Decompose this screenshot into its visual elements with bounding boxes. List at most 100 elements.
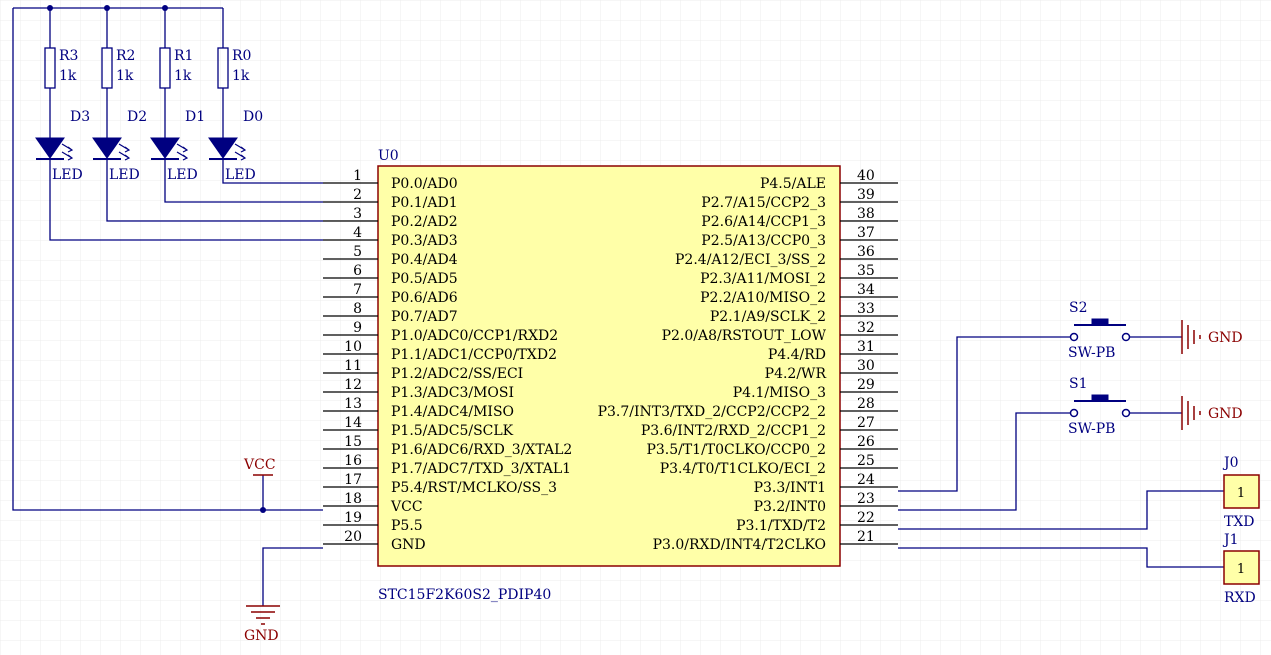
resistor-r3[interactable]: R3 1k (44, 47, 78, 89)
led-d1[interactable]: D1 LED (150, 109, 205, 183)
chip-pin-number: 5 (353, 244, 362, 260)
chip-pin-number: 9 (353, 320, 362, 336)
chip-pin-name: P3.2/INT0 (754, 499, 826, 515)
chip-pin-number: 16 (344, 453, 362, 469)
led-d1-label: LED (167, 167, 198, 183)
gnd-s1-label: GND (1208, 406, 1243, 422)
resistor-r0[interactable]: R0 1k (217, 47, 251, 89)
wire-d2-p02 (106, 160, 323, 222)
chip-pin-name: P3.7/INT3/TXD_2/CCP2/CCP2_2 (598, 404, 826, 420)
chip-pin-name: P2.5/A13/CCP0_3 (701, 233, 826, 249)
switch-s1-ref: S1 (1069, 376, 1088, 392)
led-d3[interactable]: D3 LED (35, 109, 90, 183)
switch-s1[interactable]: S1 SW-PB (1068, 376, 1131, 437)
switch-s1-label: SW-PB (1068, 421, 1115, 437)
chip-pin-name: P2.1/A9/SCLK_2 (710, 309, 826, 325)
chip-body (377, 165, 841, 567)
gnd-symbol-s1[interactable]: GND (1181, 396, 1243, 430)
chip-pin-name: P0.4/AD4 (391, 252, 458, 268)
chip-pin-number: 40 (857, 168, 875, 184)
gnd-s2-label: GND (1208, 330, 1243, 346)
wire-d3-p03 (49, 160, 323, 241)
switch-s2-ref: S2 (1069, 300, 1088, 316)
vcc-label: VCC (243, 457, 276, 473)
resistor-r0-ref: R0 (232, 48, 251, 64)
resistor-r1[interactable]: R1 1k (159, 47, 193, 89)
chip-pin-name: P1.0/ADC0/CCP1/RXD2 (391, 328, 558, 344)
chip-right-pins: 40P4.5/ALE39P2.7/A15/CCP2_338P2.6/A14/CC… (598, 168, 898, 553)
chip-pin-number: 15 (344, 434, 362, 450)
led-d2[interactable]: D2 LED (92, 109, 147, 183)
chip-pin-number: 38 (857, 206, 875, 222)
gnd-label: GND (244, 628, 279, 644)
junction-dot (260, 507, 266, 513)
resistor-r3-ref: R3 (59, 48, 78, 64)
junction-dot (47, 5, 53, 11)
connector-j0[interactable]: J0 1 TXD (1222, 455, 1260, 530)
chip-pin-name: P0.5/AD5 (391, 271, 458, 287)
chip-pin-name: VCC (390, 499, 423, 515)
chip-pin-number: 6 (353, 263, 362, 279)
chip-pin-number: 29 (857, 377, 875, 393)
chip-pin-number: 19 (344, 510, 362, 526)
led-d0[interactable]: D0 LED (208, 109, 263, 183)
chip-pin-number: 1 (353, 168, 362, 184)
connector-j1-net: RXD (1224, 590, 1256, 606)
gnd-symbol[interactable]: GND (244, 605, 280, 644)
chip-pin-number: 25 (857, 453, 875, 469)
chip-pin-number: 13 (344, 396, 362, 412)
chip-pin-name: P3.4/T0/T1CLKO/ECI_2 (660, 461, 826, 477)
connector-j1[interactable]: J1 1 RXD (1222, 532, 1260, 606)
switch-s2[interactable]: S2 SW-PB (1068, 300, 1131, 361)
chip-pin-name: P4.5/ALE (760, 176, 826, 192)
chip-pin-number: 34 (857, 282, 875, 298)
chip-pin-number: 12 (344, 377, 362, 393)
led-d0-label: LED (225, 167, 256, 183)
vcc-symbol[interactable]: VCC (243, 457, 276, 476)
chip-pin-number: 10 (344, 339, 362, 355)
junction-dot (104, 5, 110, 11)
switch-s2-label: SW-PB (1068, 345, 1115, 361)
resistor-r0-value: 1k (232, 68, 250, 84)
resistor-r2-ref: R2 (116, 48, 135, 64)
connector-j1-ref: J1 (1222, 532, 1239, 548)
chip-pin-number: 39 (857, 187, 875, 203)
resistor-r1-value: 1k (174, 68, 192, 84)
connector-j1-pin: 1 (1237, 562, 1245, 577)
gnd-symbol-s2[interactable]: GND (1181, 320, 1243, 354)
wires (12, 7, 1224, 606)
chip-pin-number: 24 (857, 472, 875, 488)
chip-pin-name: P0.3/AD3 (391, 233, 458, 249)
chip-pin-number: 32 (857, 320, 875, 336)
chip-pin-name: P4.2/WR (765, 366, 827, 382)
chip-pin-name: P4.4/RD (768, 347, 826, 363)
chip-pin-name: P2.4/A12/ECI_3/SS_2 (675, 252, 826, 268)
wire-gnd-chip (262, 547, 323, 606)
chip-pin-name: P3.6/INT2/RXD_2/CCP1_2 (641, 423, 826, 439)
chip-pin-number: 8 (353, 301, 362, 317)
chip-pin-name: P4.1/MISO_3 (733, 385, 826, 401)
resistor-r2[interactable]: R2 1k (101, 47, 135, 89)
chip-pin-number: 14 (344, 415, 362, 431)
